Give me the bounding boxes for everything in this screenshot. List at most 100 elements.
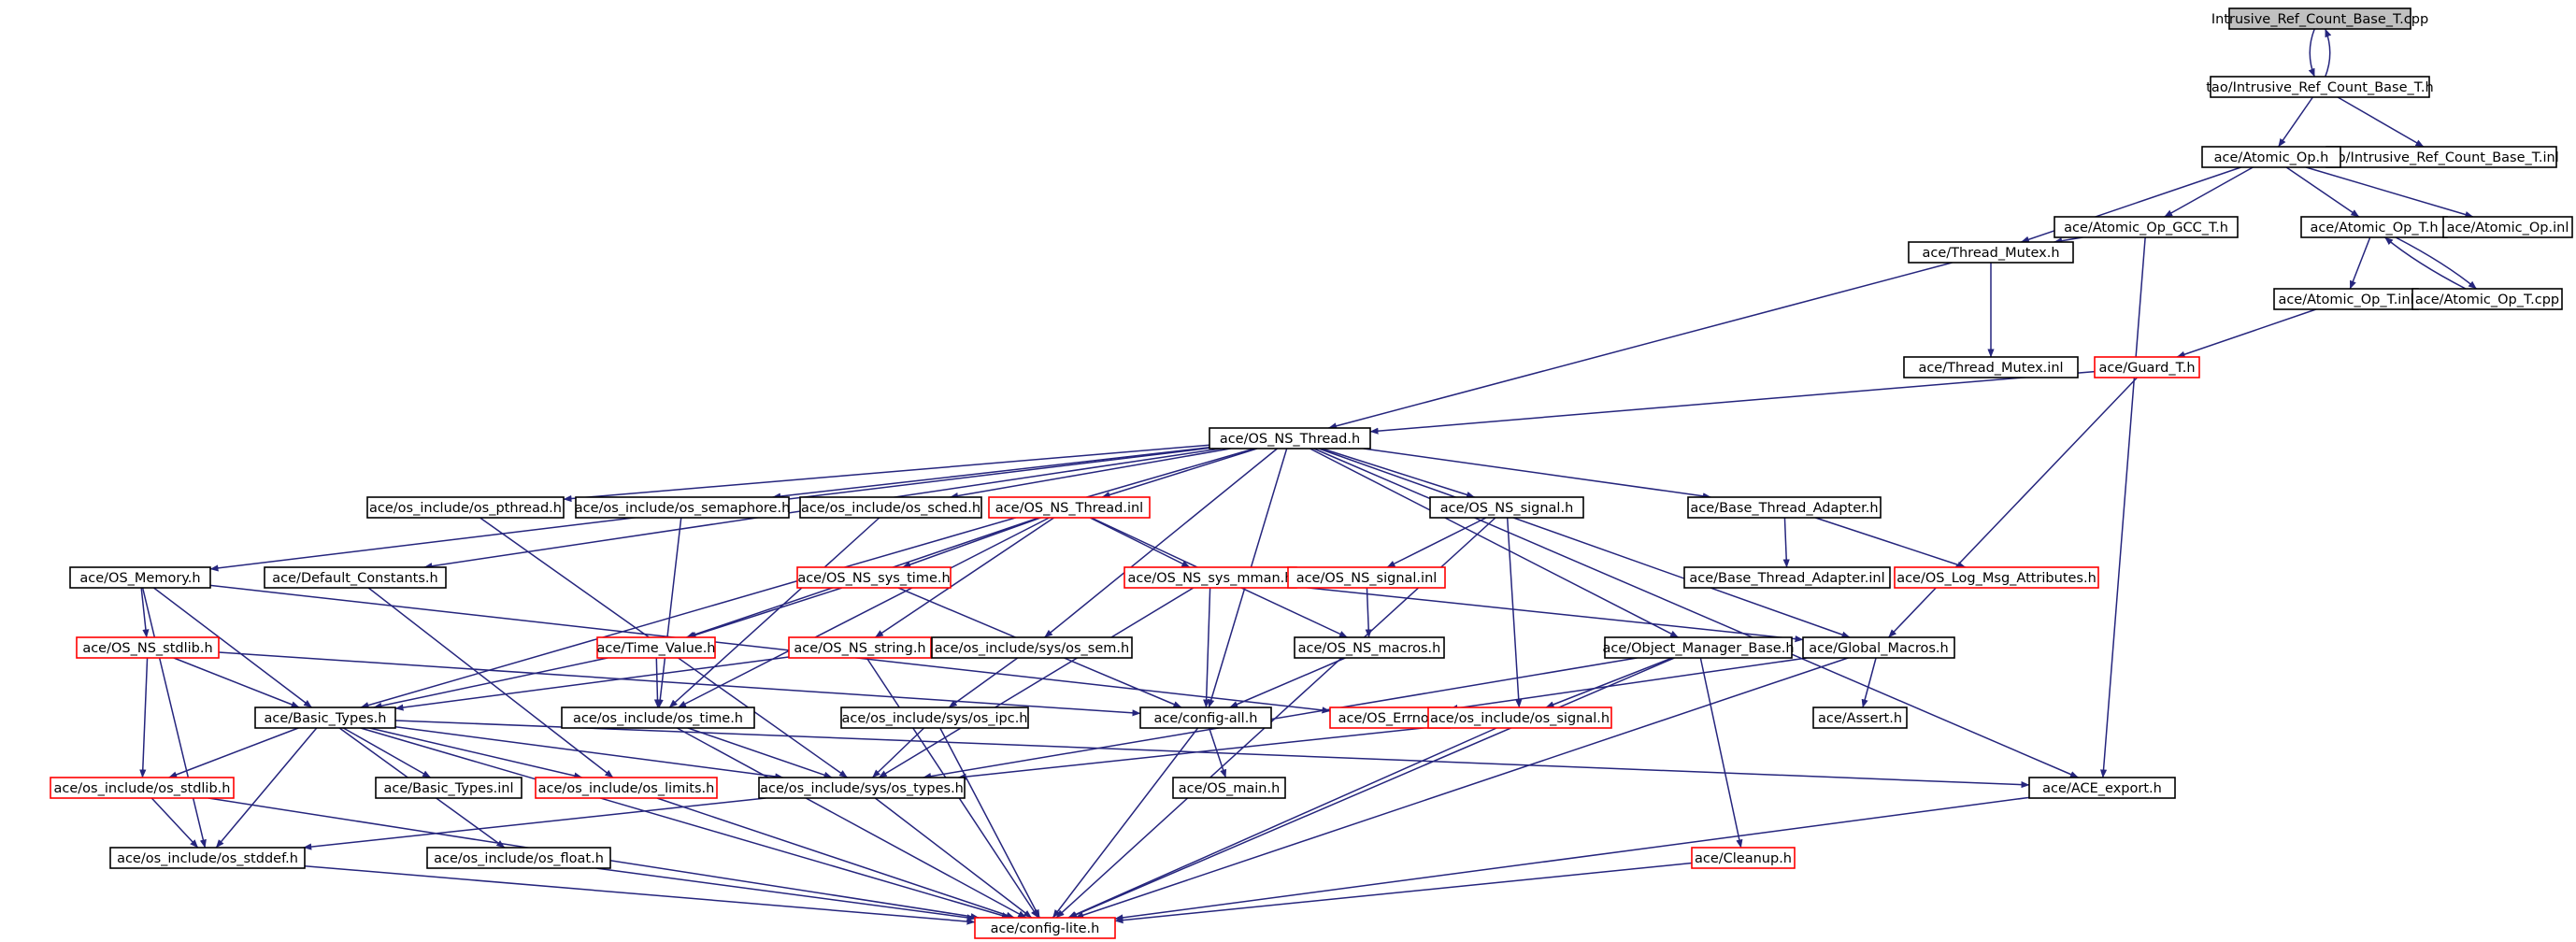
node-os_types[interactable]: ace/os_include/sys/os_types.h xyxy=(758,777,966,799)
node-os_ipc[interactable]: ace/os_include/sys/os_ipc.h xyxy=(840,706,1029,729)
node-label: ace/Assert.h xyxy=(1818,711,1902,726)
node-box xyxy=(561,706,755,729)
node-os_ns_macros[interactable]: ace/OS_NS_macros.h xyxy=(1294,636,1445,659)
edge-os_ns_thread_inl-to-os_ns_sys_mman xyxy=(1089,517,1191,568)
node-os_main[interactable]: ace/OS_main.h xyxy=(1172,777,1286,799)
node-os_ns_sys_mman[interactable]: ace/OS_NS_sys_mman.h xyxy=(1123,566,1297,589)
node-atomic_op_t_cpp[interactable]: ace/Atomic_Op_T.cpp xyxy=(2411,288,2563,310)
node-os_ns_stdlib[interactable]: ace/OS_NS_stdlib.h xyxy=(76,636,220,659)
edge-os_ns_thread_h-to-os_sem xyxy=(1044,448,1278,638)
node-thread_mutex_inl[interactable]: ace/Thread_Mutex.inl xyxy=(1903,356,2079,378)
node-atomic_op_t_inl[interactable]: ace/Atomic_Op_T.inl xyxy=(2273,288,2419,310)
node-os_ns_signal_h[interactable]: ace/OS_NS_signal.h xyxy=(1429,496,1584,519)
node-label: ace/Atomic_Op_T.cpp xyxy=(2415,293,2559,307)
node-base_thread_adapter_h[interactable]: ace/Base_Thread_Adapter.h xyxy=(1687,496,1882,519)
edge-atomic_op_h-to-atomic_op_gcc xyxy=(2164,166,2254,218)
node-os_limits[interactable]: ace/os_include/os_limits.h xyxy=(535,777,718,799)
edge-global_macros-to-config_lite xyxy=(1075,657,1849,919)
node-label: ace/config-all.h xyxy=(1153,711,1257,726)
node-os_ns_signal_inl[interactable]: ace/OS_NS_signal.inl xyxy=(1287,566,1446,589)
edge-atomic_op_t_inl-to-guard_t xyxy=(2176,308,2317,358)
node-tao_h[interactable]: tao/Intrusive_Ref_Count_Base_T.h xyxy=(2206,76,2434,98)
node-os_stddef[interactable]: ace/os_include/os_stddef.h xyxy=(109,847,306,869)
edge-global_macros-to-os_errno xyxy=(1449,657,1808,712)
node-box xyxy=(988,496,1151,519)
node-default_constants[interactable]: ace/Default_Constants.h xyxy=(264,566,447,589)
node-label: ace/Base_Thread_Adapter.h xyxy=(1690,501,1878,516)
node-label: ace/OS_NS_Thread.h xyxy=(1220,432,1360,447)
edge-os_ipc-to-os_types xyxy=(871,727,925,778)
node-box xyxy=(799,496,982,519)
edge-tao_h-to-root xyxy=(2325,28,2332,78)
node-basic_types_inl[interactable]: ace/Basic_Types.inl xyxy=(375,777,522,799)
node-os_float[interactable]: ace/os_include/os_float.h xyxy=(426,847,611,869)
node-label: ace/os_include/os_time.h xyxy=(573,711,743,726)
node-atomic_op_gcc[interactable]: ace/Atomic_Op_GCC_T.h xyxy=(2054,216,2239,238)
node-box xyxy=(1908,241,2074,264)
node-os_sched[interactable]: ace/os_include/os_sched.h xyxy=(799,496,982,519)
node-atomic_op_t_h[interactable]: ace/Atomic_Op_T.h xyxy=(2300,216,2448,238)
node-os_stdlib[interactable]: ace/os_include/os_stdlib.h xyxy=(50,777,235,799)
edge-os_ns_thread_h-to-object_manager_base xyxy=(1309,448,1679,638)
node-ace_export[interactable]: ace/ACE_export.h xyxy=(2028,777,2176,799)
node-os_time[interactable]: ace/os_include/os_time.h xyxy=(561,706,755,729)
node-thread_mutex_h[interactable]: ace/Thread_Mutex.h xyxy=(1908,241,2074,264)
node-box xyxy=(2028,777,2176,799)
node-assert_h[interactable]: ace/Assert.h xyxy=(1812,706,1908,729)
node-box xyxy=(1812,706,1908,729)
node-os_ns_sys_time[interactable]: ace/OS_NS_sys_time.h xyxy=(796,566,952,589)
edge-ace_export-to-config_lite xyxy=(1114,796,2030,921)
edge-os_ns_signal_h-to-os_ns_signal_inl xyxy=(1386,517,1487,568)
node-os_pthread[interactable]: ace/os_include/os_pthread.h xyxy=(366,496,565,519)
node-basic_types_h[interactable]: ace/Basic_Types.h xyxy=(254,706,396,729)
edge-os_ns_thread_h-to-os_ns_thread_inl xyxy=(1101,448,1258,498)
edge-os_ns_macros-to-config_all xyxy=(1229,657,1346,708)
node-atomic_op_inl[interactable]: ace/Atomic_Op.inl xyxy=(2442,216,2573,238)
node-os_semaphore[interactable]: ace/os_include/os_semaphore.h xyxy=(575,496,791,519)
node-config_lite[interactable]: ace/config-lite.h xyxy=(974,917,1116,939)
node-label: ace/os_include/os_signal.h xyxy=(1430,711,1610,726)
node-box xyxy=(76,636,220,659)
node-os_ns_string[interactable]: ace/OS_NS_string.h xyxy=(788,636,932,659)
edge-os_sched-to-os_time xyxy=(668,517,880,708)
node-time_value[interactable]: ace/Time_Value.h xyxy=(596,636,716,659)
node-box xyxy=(50,777,235,799)
edge-os_ns_stdlib-to-config_all xyxy=(218,651,1141,717)
node-label: ace/Object_Manager_Base.h xyxy=(1602,641,1794,656)
node-os_signal[interactable]: ace/os_include/os_signal.h xyxy=(1427,706,1612,729)
node-base_thread_adapter_inl[interactable]: ace/Base_Thread_Adapter.inl xyxy=(1683,566,1891,589)
edges-layer xyxy=(139,28,2477,925)
edge-os_memory-to-basic_types_h xyxy=(153,587,312,708)
edge-os_signal-to-os_types xyxy=(957,726,1429,780)
node-label: ace/Guard_T.h xyxy=(2098,361,2195,376)
edge-os_stddef-to-config_lite xyxy=(304,864,976,925)
node-cleanup[interactable]: ace/Cleanup.h xyxy=(1691,847,1796,869)
node-label: ace/Thread_Mutex.inl xyxy=(1918,361,2063,376)
node-label: ace/Global_Macros.h xyxy=(1809,641,1948,656)
node-label: ace/os_include/sys/os_types.h xyxy=(760,781,964,796)
node-global_macros[interactable]: ace/Global_Macros.h xyxy=(1802,636,1955,659)
node-os_errno[interactable]: ace/OS_Errno.h xyxy=(1329,706,1451,729)
node-object_manager_base[interactable]: ace/Object_Manager_Base.h xyxy=(1602,636,1795,659)
node-atomic_op_h[interactable]: ace/Atomic_Op.h xyxy=(2201,146,2341,168)
node-guard_t[interactable]: ace/Guard_T.h xyxy=(2094,356,2200,378)
node-box xyxy=(2094,356,2200,378)
node-os_ns_thread_inl[interactable]: ace/OS_NS_Thread.inl xyxy=(988,496,1151,519)
node-os_log_msg[interactable]: ace/OS_Log_Msg_Attributes.h xyxy=(1894,566,2099,589)
node-label: ace/ACE_export.h xyxy=(2042,781,2162,796)
node-os_sem[interactable]: ace/os_include/sys/os_sem.h xyxy=(931,636,1133,659)
node-box xyxy=(931,636,1133,659)
node-config_all[interactable]: ace/config-all.h xyxy=(1139,706,1272,729)
node-os_memory[interactable]: ace/OS_Memory.h xyxy=(69,566,211,589)
edge-os_ns_signal_inl-to-os_ns_macros xyxy=(1365,587,1372,638)
edge-base_thread_adapter_h-to-base_thread_adapter_inl xyxy=(1782,517,1790,568)
edge-os_ns_thread_h-to-os_sched xyxy=(950,448,1231,500)
node-os_ns_thread_h[interactable]: ace/OS_NS_Thread.h xyxy=(1209,427,1371,450)
node-tao_inl[interactable]: tao/Intrusive_Ref_Count_Base_T.inl xyxy=(2324,146,2559,168)
node-box xyxy=(974,917,1116,939)
node-label: ace/OS_NS_stdlib.h xyxy=(82,641,212,656)
node-label: ace/os_include/os_semaphore.h xyxy=(575,501,791,516)
node-box xyxy=(1429,496,1584,519)
node-label: ace/Base_Thread_Adapter.inl xyxy=(1689,571,1884,586)
edge-basic_types_h-to-basic_types_inl xyxy=(342,727,432,778)
